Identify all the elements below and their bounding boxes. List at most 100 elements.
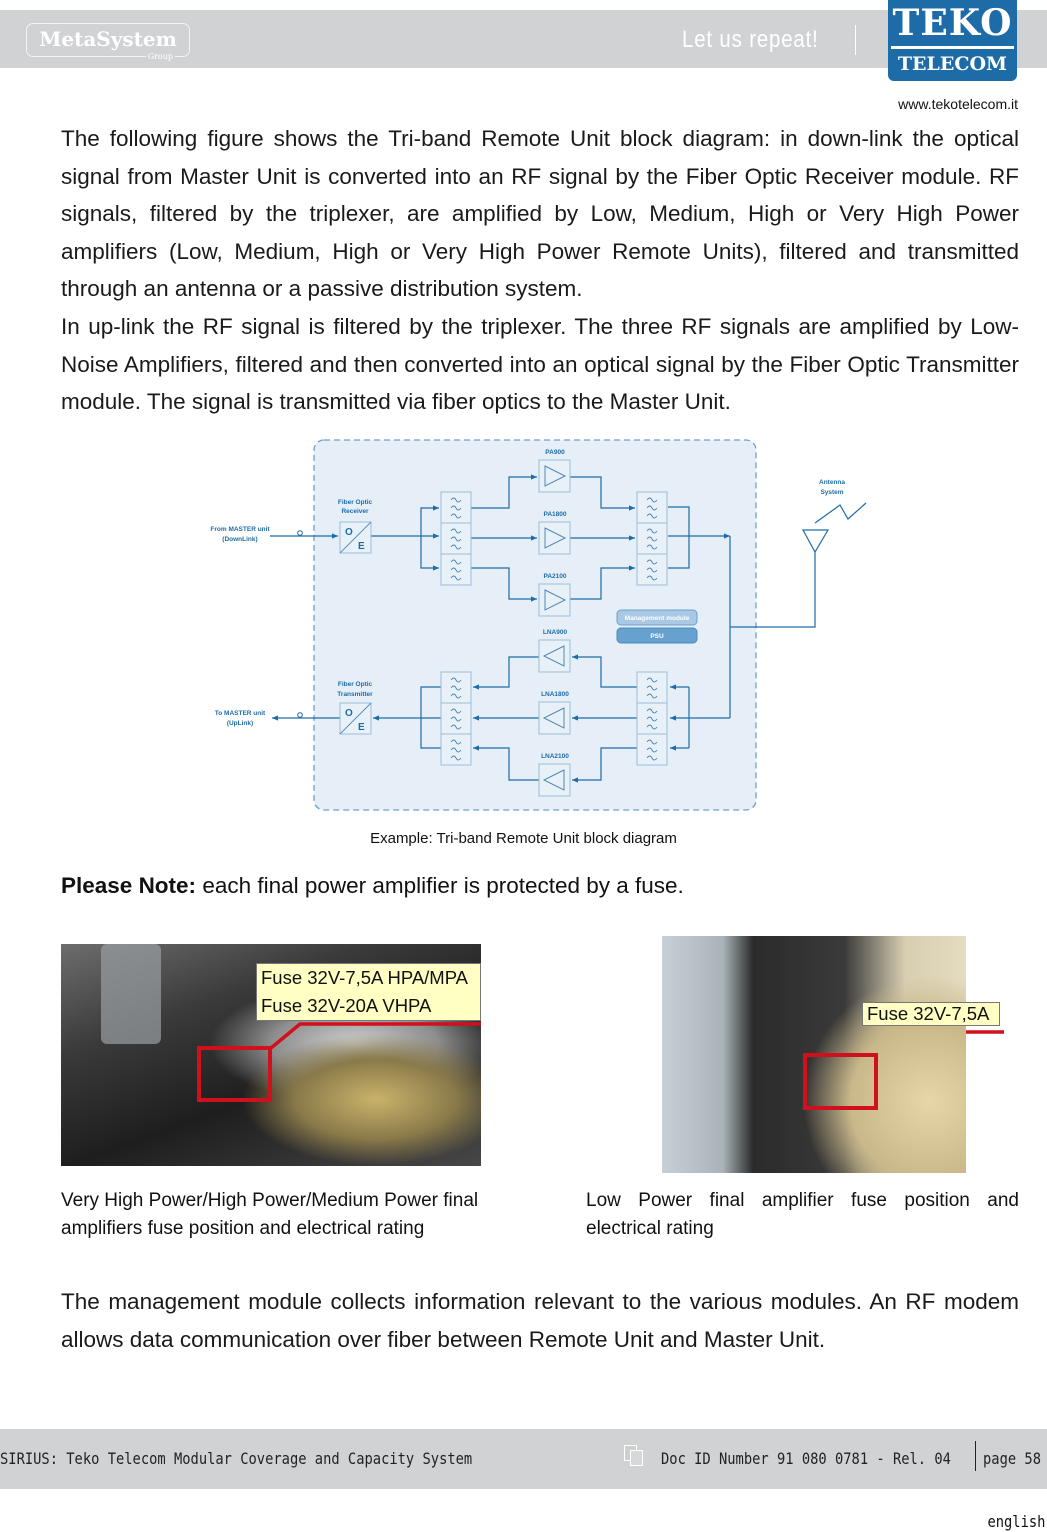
svg-text:(UpLink): (UpLink) (227, 720, 253, 727)
copy-pages-icon (624, 1445, 646, 1467)
management-module-block (616, 609, 698, 626)
filter-wave-icon (450, 685, 462, 691)
filter-wave-icon (646, 685, 658, 691)
intro-paragraph: The following figure shows the Tri-band … (61, 126, 1019, 302)
slogan: Let us repeat! (682, 26, 819, 53)
lna-icon (542, 707, 565, 729)
filter-wave-icon (450, 505, 462, 511)
svg-text:E: E (358, 541, 365, 552)
lna-label: LNA1800 (541, 691, 569, 698)
svg-text:Fiber Optic: Fiber Optic (338, 681, 373, 688)
amplifier-icon (544, 589, 567, 611)
lna-icon (542, 769, 565, 791)
amplifier-icon (544, 465, 567, 487)
filter-wave-icon (646, 755, 658, 761)
filter-wave-icon (646, 544, 658, 550)
fuse-highlight-right (803, 1053, 878, 1110)
filter-wave-icon (646, 536, 658, 542)
svg-text:System: System (820, 489, 843, 496)
filter-wave-icon (646, 567, 658, 573)
filter-wave-icon (450, 575, 462, 581)
lna-icon (542, 645, 565, 667)
right-photo-caption: Low Power final amplifier fuse position … (586, 1190, 1019, 1239)
filter-wave-icon (450, 716, 462, 722)
svg-text:O: O (345, 527, 353, 538)
header-divider (855, 25, 856, 55)
filter-wave-icon (646, 497, 658, 503)
filter-wave-icon (646, 559, 658, 565)
svg-text:(DownLink): (DownLink) (222, 536, 257, 543)
filter-wave-icon (450, 677, 462, 683)
filter-wave-icon (646, 575, 658, 581)
filter-wave-icon (450, 497, 462, 503)
filter-wave-icon (646, 505, 658, 511)
svg-text:Transmitter: Transmitter (337, 691, 373, 698)
psu-block (616, 627, 698, 644)
filter-wave-icon (646, 528, 658, 534)
filter-wave-icon (646, 724, 658, 730)
filter-wave-icon (450, 536, 462, 542)
pa-label: PA2100 (543, 573, 566, 580)
fuse-label-right: Fuse 32V-7,5A (862, 1002, 1000, 1026)
language-label: english (987, 1512, 1045, 1531)
document-title: SIRIUS: Teko Telecom Modular Coverage an… (0, 1449, 473, 1468)
pa-label: PA1800 (543, 511, 566, 518)
lna-label: LNA900 (543, 629, 568, 636)
cable-connector-image (101, 944, 161, 1044)
logo-line1: TEKO (892, 2, 1013, 44)
svg-text:Receiver: Receiver (341, 508, 369, 515)
filter-wave-icon (450, 544, 462, 550)
metasystem-group-text: Group (145, 52, 175, 62)
filter-wave-icon (646, 747, 658, 753)
footer-divider (975, 1441, 976, 1471)
fuse-note: Please Note: each final power amplifier … (61, 873, 684, 899)
svg-text:Fiber Optic: Fiber Optic (338, 499, 373, 506)
metasystem-logo-text: MetaSystem (39, 27, 177, 51)
lna-label: LNA2100 (541, 753, 569, 760)
filter-wave-icon (450, 567, 462, 573)
triplexer-filter (636, 553, 668, 586)
svg-text:To MASTER unit: To MASTER unit (215, 710, 266, 717)
filter-wave-icon (450, 693, 462, 699)
diagram-caption: Example: Tri-band Remote Unit block diag… (370, 830, 677, 847)
filter-wave-icon (450, 755, 462, 761)
filter-wave-icon (646, 693, 658, 699)
filter-wave-icon (646, 708, 658, 714)
svg-text:Management module: Management module (625, 615, 690, 622)
filter-wave-icon (450, 708, 462, 714)
left-photo-caption: Very High Power/High Power/Medium Power … (61, 1190, 479, 1239)
doc-id: Doc ID Number 91 080 0781 - Rel. 04 (661, 1449, 951, 1468)
note-text: each final power amplifier is protected … (196, 873, 684, 898)
fiber-optic-transmitter-block: O E (339, 702, 372, 735)
note-label: Please Note: (61, 873, 197, 898)
filter-wave-icon (450, 739, 462, 745)
svg-text:From MASTER unit: From MASTER unit (210, 526, 270, 533)
svg-text:E: E (358, 722, 365, 733)
uplink-paragraph: In up-link the RF signal is filtered by … (61, 314, 1019, 415)
footer-bar: SIRIUS: Teko Telecom Modular Coverage an… (0, 1429, 1047, 1489)
filter-wave-icon (646, 677, 658, 683)
amplifier-icon (544, 527, 567, 549)
filter-wave-icon (450, 724, 462, 730)
website-link[interactable]: www.tekotelecom.it (898, 96, 1018, 112)
filter-wave-icon (450, 513, 462, 519)
pa-block (538, 583, 571, 617)
filter-wave-icon (646, 716, 658, 722)
svg-text:O: O (345, 708, 353, 719)
fiber-optic-receiver-block: O E (339, 521, 372, 554)
management-paragraph: The management module collects informati… (61, 1289, 1019, 1352)
pa-label: PA900 (545, 449, 565, 456)
triplexer-filter (440, 522, 472, 555)
teko-telecom-logo: TEKO TELECOM (888, 0, 1017, 81)
filter-wave-icon (646, 513, 658, 519)
svg-text:Antenna: Antenna (819, 479, 845, 486)
filter-wave-icon (646, 739, 658, 745)
fuse-highlight-left (197, 1046, 272, 1102)
filter-wave-icon (450, 559, 462, 565)
filter-wave-icon (450, 747, 462, 753)
page-number: page 58 (983, 1449, 1041, 1468)
svg-text:PSU: PSU (650, 633, 664, 640)
